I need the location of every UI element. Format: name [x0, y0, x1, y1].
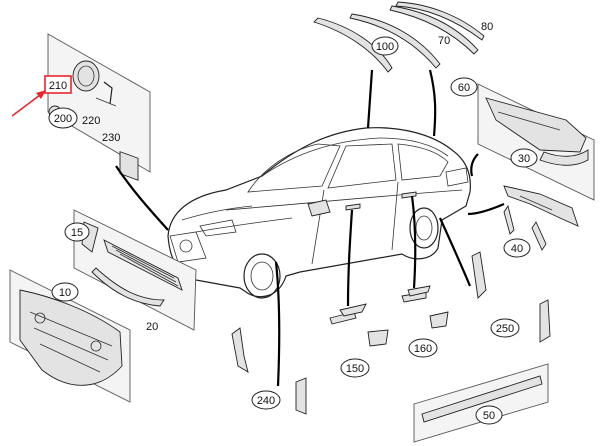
callout-160[interactable]: 160 — [408, 338, 438, 358]
callout-50[interactable]: 50 — [475, 405, 503, 425]
label-60: 60 — [458, 82, 470, 94]
label-200: 200 — [54, 113, 72, 125]
callout-150[interactable]: 150 — [340, 358, 370, 378]
label-100: 100 — [376, 41, 394, 53]
label-230: 230 — [102, 132, 120, 144]
callout-100[interactable]: 100 — [371, 36, 399, 56]
callout-240[interactable]: 240 — [251, 390, 281, 410]
callout-15[interactable]: 15 — [64, 222, 90, 242]
label-240: 240 — [257, 395, 275, 407]
rear-bumper-group — [477, 83, 595, 201]
callout-200[interactable]: 200 — [48, 107, 78, 129]
mirror-trim-group — [329, 285, 449, 347]
pointer-arrows — [115, 69, 505, 387]
callout-30[interactable]: 30 — [510, 148, 538, 168]
label-40: 40 — [511, 243, 523, 255]
front-bumper-group — [9, 269, 131, 403]
callout-60[interactable]: 60 — [450, 77, 478, 97]
label-50: 50 — [483, 410, 495, 422]
emblem-group — [47, 33, 151, 181]
callout-40[interactable]: 40 — [503, 238, 531, 258]
label-80: 80 — [481, 21, 493, 33]
car-body — [167, 127, 471, 299]
label-20: 20 — [146, 321, 158, 333]
callout-210[interactable]: 210 — [44, 75, 72, 94]
label-250: 250 — [496, 323, 514, 335]
side-sill-group — [413, 363, 549, 443]
label-150: 150 — [346, 363, 364, 375]
label-70: 70 — [438, 35, 450, 47]
rear-diffuser-group — [503, 185, 579, 251]
label-10: 10 — [59, 287, 71, 299]
label-15: 15 — [71, 227, 83, 239]
callout-250[interactable]: 250 — [490, 318, 520, 338]
mudflap-group — [231, 251, 551, 415]
label-30: 30 — [518, 153, 530, 165]
trim-strips — [313, 1, 485, 73]
highlight-arrowhead — [36, 90, 46, 99]
front-grille-group — [73, 209, 197, 331]
label-210: 210 — [49, 80, 67, 92]
label-160: 160 — [414, 343, 432, 355]
label-220: 220 — [82, 115, 100, 127]
callout-10[interactable]: 10 — [51, 282, 79, 302]
